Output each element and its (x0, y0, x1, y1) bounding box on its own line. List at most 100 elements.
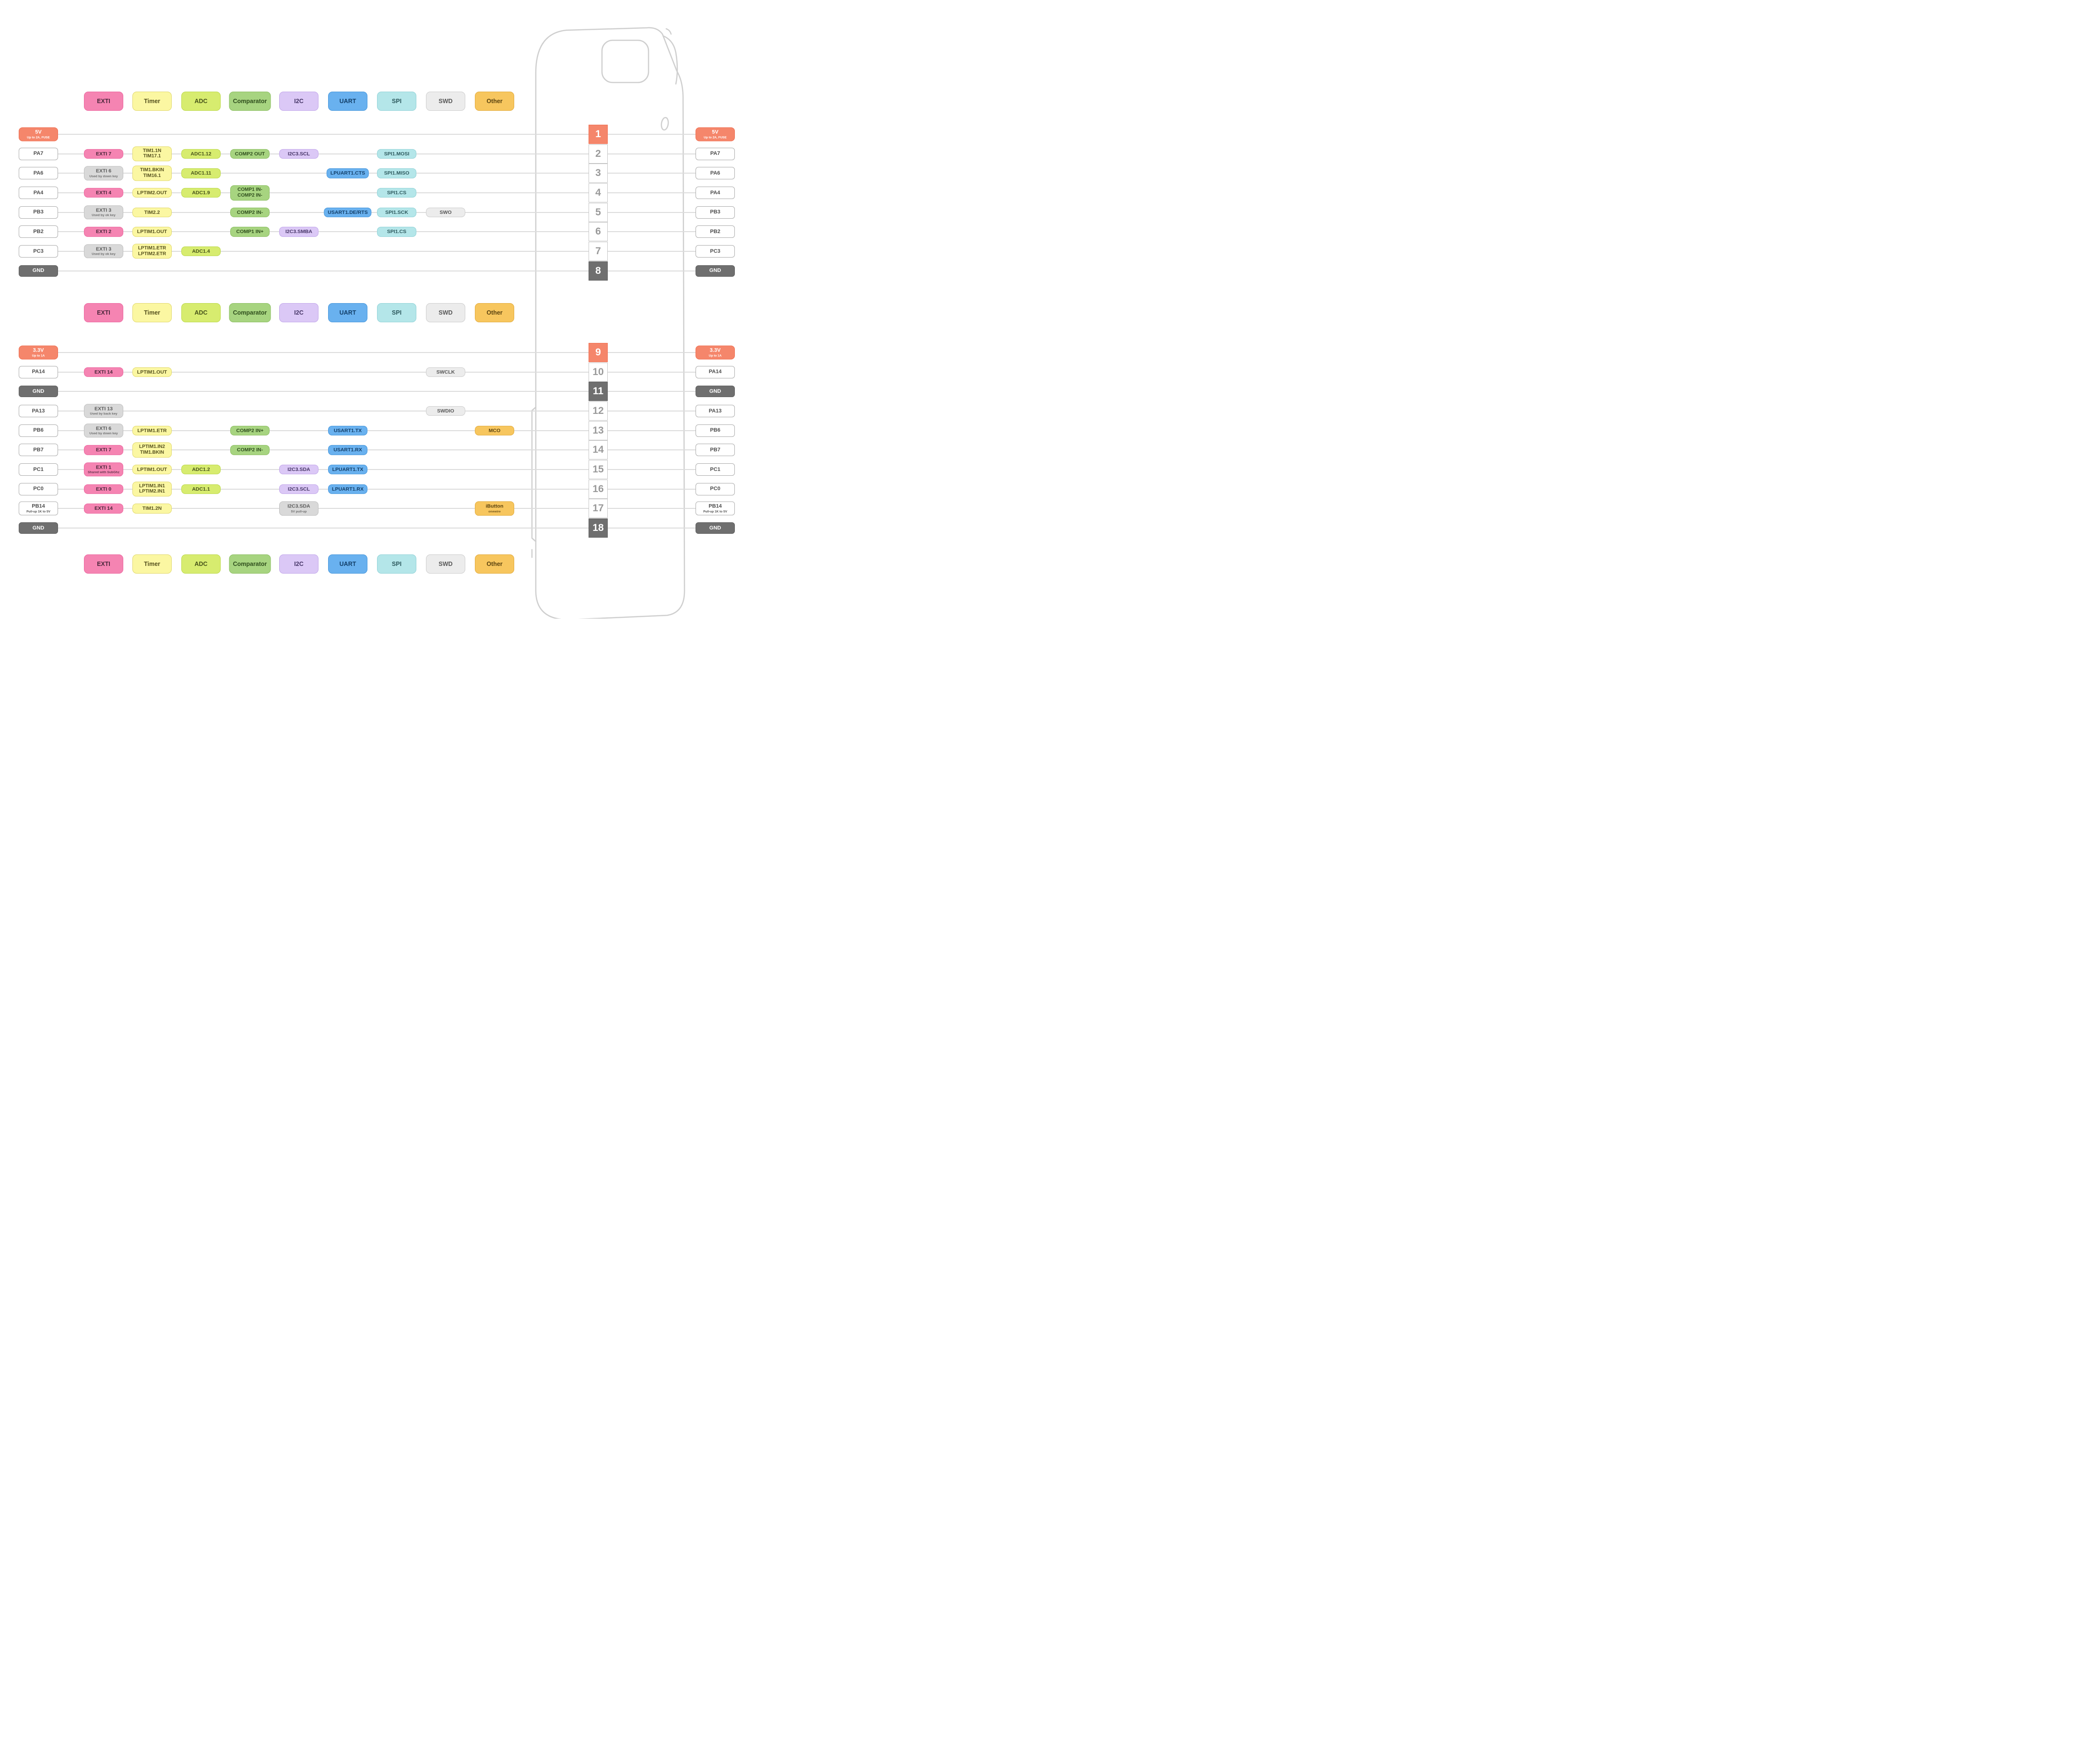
badge-label: EXTI 4 (95, 189, 112, 196)
badge-label: I2C3.SDA (287, 503, 310, 509)
pin-label-text: PA6 (33, 170, 44, 176)
function-badge-lptim2-out: LPTIM2.OUT (132, 188, 172, 198)
badge-label: ADC1.11 (190, 170, 212, 176)
legend-1-exti: EXTI (84, 303, 123, 322)
pin-label-pa13-right: PA13 (696, 404, 735, 417)
function-badge-spi1-cs: SPI1.CS (377, 227, 416, 237)
legend-1-uart: UART (328, 303, 367, 322)
badge-label: Timer (144, 560, 160, 567)
connector-line (19, 371, 735, 373)
pin-label-text: PA6 (710, 170, 720, 176)
pin-number-9: 9 (589, 343, 608, 362)
pin-label-pc0-left: PC0 (19, 482, 58, 495)
pin-number-3: 3 (589, 164, 608, 183)
pin-label-subtext: Pull-up 1K to 5V (703, 510, 727, 514)
pin-label-text: GND (32, 388, 45, 394)
device-corner-detail (665, 28, 672, 35)
badge-label: iButton (485, 503, 504, 509)
badge-label: SWD (438, 560, 453, 567)
pin-label-subtext: Pull-up 1K to 5V (26, 510, 50, 514)
pin-number-text: 8 (595, 265, 601, 276)
badge-label: EXTI (97, 560, 110, 567)
function-badge-lpuart1-rx: LPUART1.RX (328, 484, 367, 494)
pin-label-text: PA4 (33, 189, 44, 196)
pin-label-text: PB7 (33, 447, 44, 453)
badge-label: Comparator (233, 560, 267, 567)
badge-label: TIM1.1N (142, 148, 162, 153)
badge-label: EXTI 14 (94, 369, 113, 375)
connector-line (19, 527, 735, 529)
pin-label-text: PA7 (33, 151, 44, 157)
pin-label-pc1-right: PC1 (696, 463, 735, 476)
pin-number-text: 14 (592, 444, 604, 456)
pin-number-15: 15 (589, 459, 608, 479)
pin-label-pa13-left: PA13 (19, 404, 58, 417)
badge-label: SPI1.CS (387, 229, 407, 235)
pin-label-pb3-left: PB3 (19, 206, 58, 219)
badge-subtext: onewire (488, 509, 501, 513)
pin-number-text: 7 (595, 245, 601, 257)
connector-line (19, 410, 735, 412)
function-badge-comp2-out: COMP2 OUT (230, 149, 270, 159)
badge-label: USART1.TX (333, 427, 362, 434)
badge-label: I2C3.SCL (287, 486, 310, 492)
pin-label-pc3-right: PC3 (696, 245, 735, 258)
function-badge-exti-2: EXTI 2 (84, 227, 123, 237)
pin-label-text: 3.3V (709, 347, 721, 353)
badge-label: UART (339, 560, 356, 567)
badge-label: ADC1.9 (192, 189, 210, 196)
pin-label-text: PA13 (32, 408, 45, 414)
pin-label-pb6-left: PB6 (19, 424, 58, 437)
legend-1-comparator: Comparator (229, 303, 271, 322)
badge-label: UART (339, 97, 356, 105)
pin-label-text: PB2 (710, 228, 720, 235)
badge-subtext: Used by ok key (92, 213, 116, 217)
badge-subtext: Shared with SubGhz (87, 470, 120, 474)
legend-0-exti: EXTI (84, 92, 123, 111)
badge-label: EXTI (97, 97, 110, 105)
badge-label: ADC (194, 97, 208, 105)
badge-label: SPI (391, 97, 402, 105)
badge-subtext: 5V pull-up (291, 509, 307, 513)
connector-line (19, 508, 735, 509)
pin-label-subtext: Up to 2A, FUSE (704, 136, 727, 140)
device-antenna-curve (662, 35, 678, 85)
pin-label-pa4-left: PA4 (19, 186, 58, 199)
badge-label-2: LPTIM2.ETR (138, 251, 166, 257)
badge-label: TIM1.2N (142, 506, 162, 511)
legend-0-spi: SPI (377, 92, 416, 111)
badge-label: ADC1.1 (192, 486, 210, 492)
badge-label-2: TIM1.BKIN (140, 450, 164, 456)
badge-label: SPI (391, 309, 402, 316)
pin-label-pa14-right: PA14 (696, 365, 735, 378)
badge-label: Other (486, 97, 503, 105)
pin-label-pa4-right: PA4 (696, 186, 735, 199)
badge-label: SPI1.MISO (384, 170, 410, 176)
function-badge-exti-0: EXTI 0 (84, 484, 123, 494)
function-badge-lptim1-out: LPTIM1.OUT (132, 367, 172, 377)
pin-label-gnd-right: GND (696, 386, 735, 398)
connector-line (19, 449, 735, 451)
pin-number-7: 7 (589, 241, 608, 261)
badge-label: EXTI 7 (95, 447, 112, 453)
pin-number-4: 4 (589, 183, 608, 202)
pin-label-text: PB14 (32, 503, 45, 509)
pin-number-text: 17 (592, 503, 604, 514)
badge-label: EXTI 3 (95, 246, 112, 252)
pin-label-text: PB6 (710, 427, 720, 434)
function-badge-exti-14: EXTI 14 (84, 367, 123, 377)
pin-label-text: 5V (35, 129, 42, 135)
function-badge-i2c3-scl: I2C3.SCL (279, 484, 319, 494)
function-badge-adc1-4: ADC1.4 (181, 246, 221, 257)
badge-label: EXTI 6 (95, 425, 112, 431)
badge-label: LPTIM1.ETR (137, 427, 167, 434)
badge-label: I2C3.SMBA (285, 229, 312, 235)
function-badge-usart1-tx: USART1.TX (328, 425, 367, 435)
function-badge-usart1-rx: USART1.RX (328, 445, 367, 455)
